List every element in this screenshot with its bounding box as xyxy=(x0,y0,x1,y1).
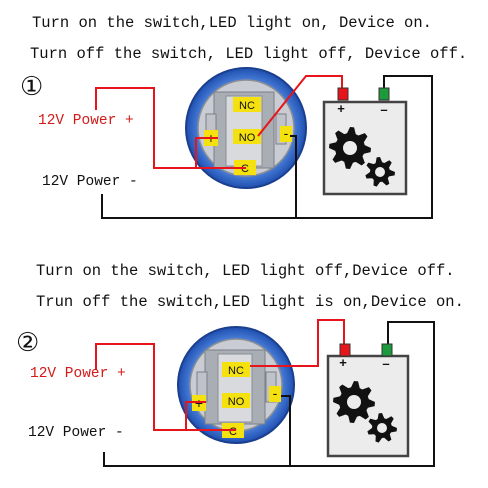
top-black-wires xyxy=(101,75,433,219)
bottom-gear-large-icon xyxy=(333,381,375,423)
bottom-terminal-minus-label: - xyxy=(273,385,278,401)
top-caption-line1: Turn on the switch,LED light on, Device … xyxy=(32,14,432,32)
bottom-device-minus: – xyxy=(382,356,389,371)
top-device-plus: + xyxy=(337,101,345,116)
bottom-black-wires xyxy=(103,321,435,467)
diagram-number-2: ② xyxy=(16,328,40,358)
bottom-power-negative-label: 12V Power - xyxy=(28,425,124,441)
top-terminal-led-minus: - xyxy=(280,125,292,142)
top-terminal-no-label: NO xyxy=(239,132,256,144)
bottom-caption-line1: Turn on the switch, LED light off,Device… xyxy=(36,262,455,280)
top-terminal-minus-label: - xyxy=(284,125,289,141)
bottom-device-plus: + xyxy=(339,355,347,370)
top-terminal-nc-label: NC xyxy=(239,100,255,112)
bottom-terminal-no-label: NO xyxy=(228,396,245,408)
top-caption-line2: Turn off the switch, LED light off, Devi… xyxy=(30,45,468,63)
diagram-number-1: ① xyxy=(20,72,44,102)
top-gear-large-icon xyxy=(329,127,371,169)
top-device-box-icon: + – xyxy=(322,87,408,196)
bottom-gear-small-icon xyxy=(367,413,397,443)
top-power-negative-label: 12V Power - xyxy=(42,174,138,190)
top-power-positive-label: 12V Power + xyxy=(38,113,134,129)
bottom-power-positive-label: 12V Power + xyxy=(30,366,126,382)
bottom-terminal-nc-label: NC xyxy=(228,365,244,377)
bottom-red-wires xyxy=(95,319,345,431)
bottom-terminal-c-label: C xyxy=(229,426,237,438)
top-device-minus: – xyxy=(380,102,387,117)
bottom-caption-line2: Trun off the switch,LED light is on,Devi… xyxy=(36,293,464,311)
top-terminal-nc: NC xyxy=(233,97,261,112)
top-terminal-no: NO xyxy=(233,129,261,144)
bottom-terminal-nc: NC xyxy=(222,362,250,377)
top-gear-small-icon xyxy=(365,157,395,187)
top-red-wires xyxy=(95,75,343,169)
bottom-terminal-led-minus: - xyxy=(269,385,281,402)
bottom-terminal-no: NO xyxy=(222,393,250,408)
